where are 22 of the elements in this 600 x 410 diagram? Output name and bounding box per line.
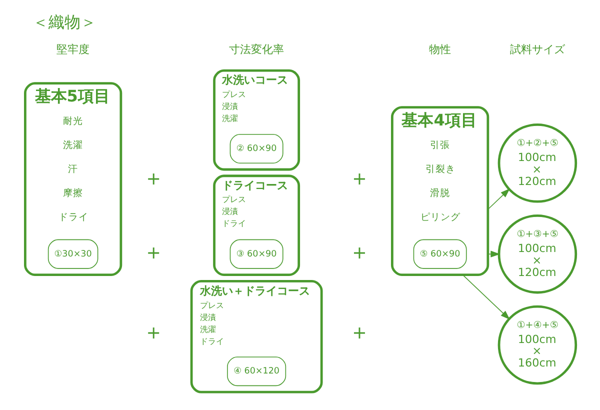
label: + [352,169,366,190]
label: 堅牢度 [56,42,90,56]
label: + [146,244,160,264]
label: 物性 [428,42,451,56]
node-box: ③ 60×90 [229,239,283,269]
label: 試料サイズ [509,42,564,56]
label: + [352,244,366,264]
label: + [146,323,160,344]
node-circle: ①+③+⑤ 100cm × 120cm [497,214,577,294]
node-box: ② 60×90 [229,134,283,164]
label: + [352,323,366,344]
node-circle: ①+④+⑤ 100cm × 160cm [497,305,577,385]
diagram-title: ＜織物＞ [32,12,96,32]
arrow [462,274,510,320]
label: + [146,169,160,190]
label: 寸法変化率 [228,42,284,56]
node-box: ⑤ 60×90 [412,239,466,269]
node-box: ①30×30 [47,239,98,269]
arrow [487,188,510,210]
node-circle: ①+②+⑤ 100cm × 120cm [497,123,577,203]
arrow [487,250,500,258]
node-box: ④ 60×120 [226,356,286,386]
